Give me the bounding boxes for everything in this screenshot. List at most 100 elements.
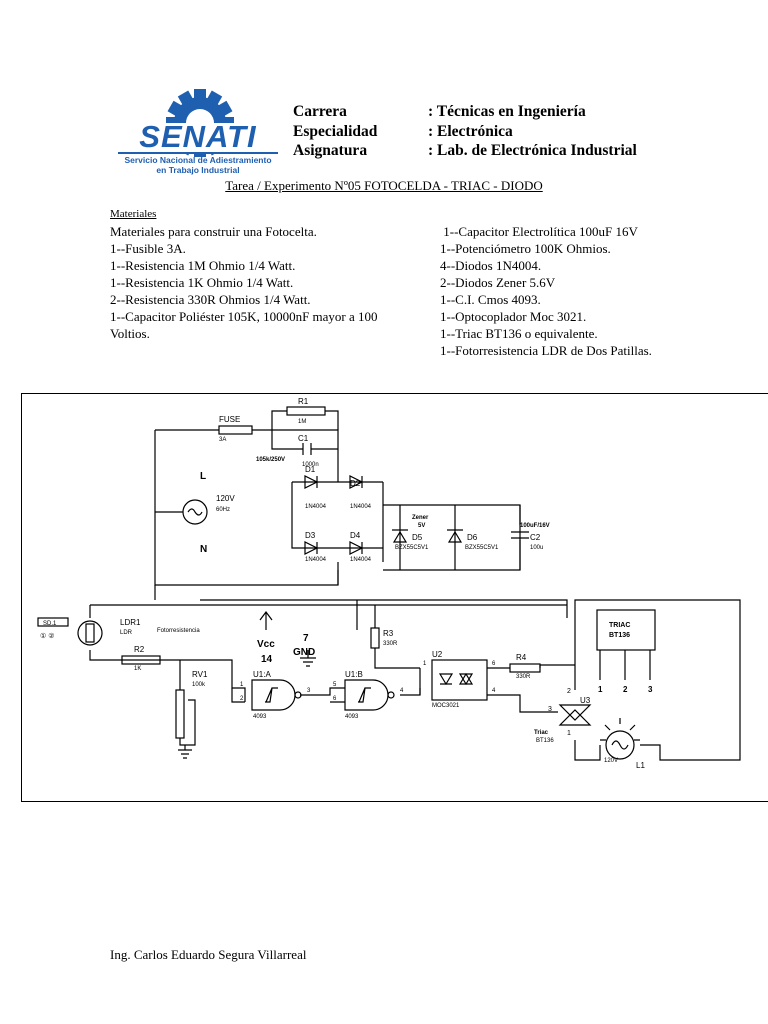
diode-d1 [304, 475, 319, 489]
material-item: 4--Diodos 1N4004. [440, 258, 542, 273]
material-item: 1--Resistencia 1M Ohmio 1/4 Watt. [110, 258, 296, 273]
header-label-carrera: Carrera [293, 103, 347, 120]
label-gnd-pin: 7 [303, 633, 309, 644]
label-c1: C1 [298, 434, 309, 443]
triac-box [596, 609, 656, 651]
senati-logo: SENATI Servicio Nacional de Adiestramien… [108, 85, 288, 179]
materials-left: Materiales para construir una Fotocelta.… [110, 223, 430, 342]
label-c1-note: 105k/250V [256, 457, 285, 463]
diode-d2 [349, 475, 364, 489]
gear-tooth [177, 90, 195, 107]
label-u3-pin1: 1 [567, 730, 571, 737]
header-label-asignatura: Asignatura [293, 142, 368, 159]
gear-tooth [167, 100, 184, 118]
material-item: Voltios. [110, 326, 150, 341]
label-vcc: Vcc [257, 639, 275, 650]
label-pin6: 6 [333, 696, 337, 702]
label-c2: C2 [530, 533, 541, 542]
material-item: 1--Fusible 3A. [110, 241, 186, 256]
fuse-symbol [218, 425, 253, 435]
gate-u1a [251, 679, 296, 711]
label-u3: U3 [580, 696, 591, 705]
material-item: 1--C.I. Cmos 4093. [440, 292, 541, 307]
schematic-labels: FUSE 3A R1 1M C1 1000n 105k/250V 120V 60… [40, 397, 653, 770]
label-u1a: U1:A [253, 670, 271, 679]
label-zener: Zener [412, 515, 429, 521]
task-title-text: Tarea / Experimento Nº05 FOTOCELDA - TRI… [225, 178, 543, 193]
label-d3: D3 [305, 531, 316, 540]
label-rv1: RV1 [192, 670, 208, 679]
label-d4: D4 [350, 531, 361, 540]
materials-title: Materiales [110, 208, 157, 220]
rv1-symbol [175, 689, 185, 739]
task-title: Tarea / Experimento Nº05 FOTOCELDA - TRI… [0, 178, 768, 194]
label-r1-val: 1M [298, 419, 306, 425]
wires [89, 410, 741, 761]
logo-line2: en Trabajo Industrial [156, 165, 239, 175]
label-source-hz: 60Hz [216, 507, 230, 513]
label-ldr-note: Fotorresistencia [157, 628, 200, 634]
capacitor-c2 [511, 531, 529, 539]
label-pin5: 5 [333, 682, 337, 688]
label-vcc-pin: 14 [261, 654, 273, 665]
header-value-asignatura: : Lab. de Electrónica Industrial [428, 142, 637, 159]
gear-tooth [205, 90, 223, 107]
label-fuse-val: 3A [219, 437, 226, 443]
label-u1b: U1:B [345, 670, 363, 679]
gear-tooth [216, 100, 233, 118]
label-ldr-box: SD.1 [43, 621, 57, 627]
materials-right: 1--Capacitor Electrolítica 100uF 16V 1--… [440, 223, 740, 359]
label-d5-val: BZX55C5V1 [395, 545, 429, 551]
schematic-frame [21, 393, 768, 802]
material-item: 1--Capacitor Poliéster 105K, 10000nF may… [110, 309, 378, 324]
label-d6-val: BZX55C5V1 [465, 545, 499, 551]
r3-symbol [370, 627, 380, 649]
label-pin3: 3 [307, 688, 311, 694]
label-rv1-val: 100k [192, 682, 206, 688]
label-l: L [200, 471, 206, 482]
material-item: 1--Capacitor Electrolítica 100uF 16V [440, 224, 638, 239]
label-r3: R3 [383, 629, 394, 638]
logo-brand: SENATI [139, 119, 257, 154]
label-u2-pin4: 4 [492, 688, 496, 694]
label-u3-pin3: 3 [548, 706, 552, 713]
material-item: 1--Potenciómetro 100K Ohmios. [440, 241, 611, 256]
material-item: Materiales para construir una Fotocelta. [110, 224, 317, 239]
label-r2: R2 [134, 645, 145, 654]
material-item: 1--Resistencia 1K Ohmio 1/4 Watt. [110, 275, 294, 290]
label-source-v: 120V [216, 494, 235, 503]
label-pin1: 1 [240, 682, 244, 688]
label-u2-pin1: 1 [423, 661, 427, 667]
label-r4-val: 330R [516, 674, 531, 680]
label-triac: Triac [534, 730, 549, 736]
label-d2: D2 [350, 479, 361, 488]
label-c1-val: 1000n [302, 462, 319, 468]
label-d6: D6 [467, 533, 478, 542]
label-ldr-pins: ① ② [40, 632, 55, 640]
header-value-carrera: : Técnicas en Ingeniería [428, 103, 586, 120]
label-c2-val: 100u [530, 545, 543, 551]
label-zener-v: 5V [418, 523, 425, 529]
material-item: 1--Fotorresistencia LDR de Dos Patillas. [440, 343, 652, 358]
diode-d4 [349, 541, 364, 555]
label-triac-box-1: TRIAC [609, 622, 630, 629]
label-u1b-val: 4093 [345, 714, 359, 720]
material-item: 1--Optocoplador Moc 3021. [440, 309, 587, 324]
material-item: 2--Resistencia 330R Ohmios 1/4 Watt. [110, 292, 311, 307]
label-r2-val: 1K [134, 666, 141, 672]
label-u1a-val: 4093 [253, 714, 267, 720]
r1-symbol [286, 406, 326, 416]
label-n: N [200, 544, 207, 555]
triac-u3 [558, 704, 592, 726]
label-d2-val: 1N4004 [350, 504, 372, 510]
label-pin2: 2 [240, 696, 244, 702]
label-ldr: LDR1 [120, 618, 141, 627]
material-item: 1--Triac BT136 o equivalente. [440, 326, 598, 341]
label-u2-pin6: 6 [492, 661, 496, 667]
label-fuse: FUSE [219, 415, 240, 424]
label-r1: R1 [298, 397, 309, 406]
label-gnd: GND [293, 647, 315, 658]
material-item: 2--Diodos Zener 5.6V [440, 275, 556, 290]
label-d4-val: 1N4004 [350, 557, 372, 563]
